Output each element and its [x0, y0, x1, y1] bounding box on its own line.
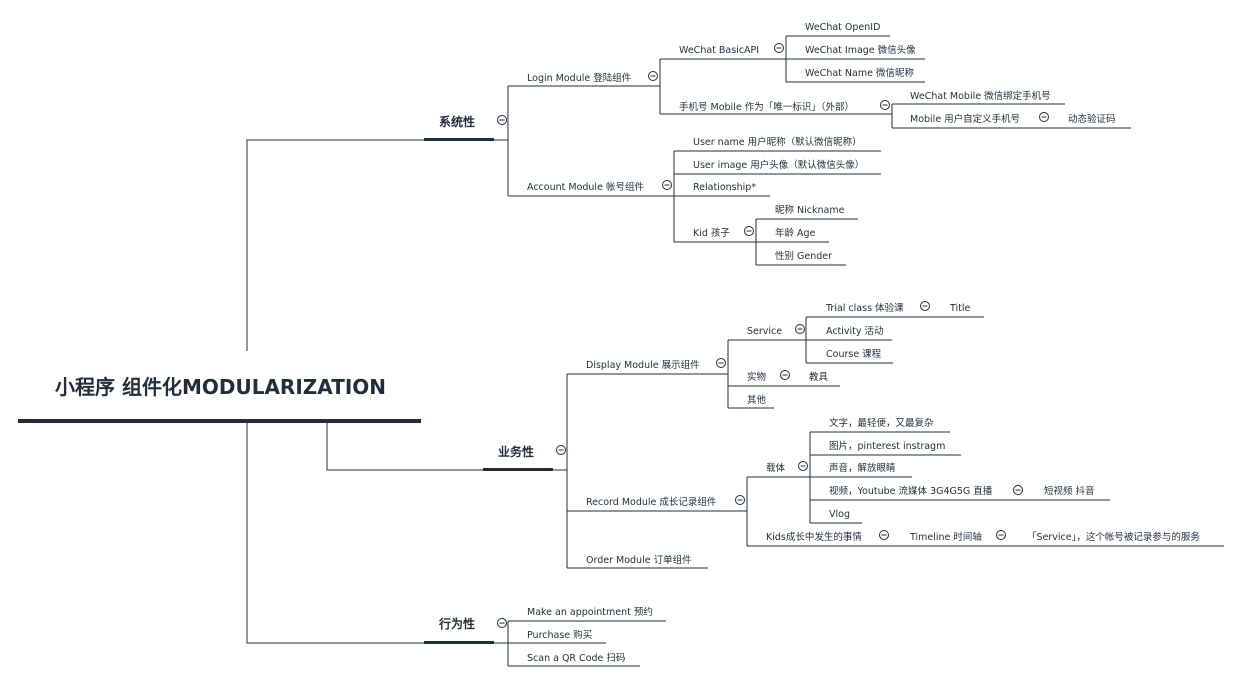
carrier-image[interactable]: 图片，pinterest instragm: [829, 440, 945, 452]
collapse-toggle-behavior[interactable]: [497, 618, 507, 628]
mobile-label[interactable]: 手机号 Mobile 作为「唯一标识」（外部）: [679, 101, 854, 113]
display-other[interactable]: 其他: [747, 394, 767, 406]
record-module-label[interactable]: Record Module 成长记录组件: [586, 496, 717, 508]
service-trial-title[interactable]: Title: [949, 303, 971, 314]
trunk-behavior: [246, 423, 424, 644]
trunk-business: [326, 423, 483, 471]
behavior-purchase[interactable]: Purchase 购买: [527, 629, 592, 641]
carrier-text[interactable]: 文字，最轻便，又最复杂: [829, 417, 934, 429]
root-underline: [18, 419, 421, 423]
account-connector: [673, 150, 881, 242]
basicapi-item-name[interactable]: WeChat Name 微信昵称: [805, 67, 914, 79]
carrier-vlog[interactable]: Vlog: [829, 509, 850, 520]
collapse-toggle-service[interactable]: [795, 324, 805, 334]
account-userimage[interactable]: User image 用户头像（默认微信头像）: [693, 159, 864, 171]
behavior-appointment[interactable]: Make an appointment 预约: [527, 606, 653, 618]
branch-behavior-underline: [424, 641, 494, 644]
collapse-toggle-video[interactable]: [1013, 485, 1023, 495]
branch-business-underline: [483, 468, 553, 471]
collapse-toggle-system[interactable]: [497, 115, 507, 125]
collapse-toggle-trial[interactable]: [920, 301, 930, 311]
collapse-toggle-custom-mobile[interactable]: [1039, 112, 1049, 122]
service-connector: [805, 316, 932, 364]
kids-timeline[interactable]: Timeline 时间轴: [909, 531, 982, 543]
mobile-connector: [891, 103, 1065, 129]
kid-nickname[interactable]: 昵称 Nickname: [775, 204, 845, 216]
branch-behavior-label[interactable]: 行为性: [438, 616, 475, 631]
basicapi-item-openid[interactable]: WeChat OpenID: [805, 22, 880, 33]
collapse-toggle-basicapi[interactable]: [774, 43, 784, 53]
collapse-toggle-carrier[interactable]: [798, 461, 808, 471]
collapse-toggle-record[interactable]: [735, 495, 745, 505]
carrier-label[interactable]: 载体: [766, 462, 786, 474]
connector-behavior: [494, 620, 666, 667]
service-course[interactable]: Course 课程: [826, 349, 882, 360]
collapse-toggle-login[interactable]: [648, 71, 658, 81]
behavior-scan-qr[interactable]: Scan a QR Code 扫码: [527, 652, 625, 664]
branch-business-label[interactable]: 业务性: [498, 444, 534, 459]
physical-teaching-aid[interactable]: 教具: [809, 371, 829, 383]
kid-label[interactable]: Kid 孩子: [693, 227, 730, 239]
account-username[interactable]: User name 用户昵称（默认微信昵称）: [693, 136, 862, 148]
collapse-toggle-display[interactable]: [716, 358, 726, 368]
branch-system-underline: [424, 138, 494, 141]
login-module-label[interactable]: Login Module 登陆组件: [527, 72, 632, 84]
trunk-system: [246, 139, 424, 351]
basicapi-item-image[interactable]: WeChat Image 微信头像: [805, 44, 916, 56]
collapse-toggle-physical[interactable]: [780, 370, 790, 380]
root-topic[interactable]: 小程序 组件化MODULARIZATION: [55, 375, 386, 399]
kid-connector: [755, 218, 858, 266]
branch-system-label[interactable]: 系统性: [439, 114, 475, 129]
connector-system: [494, 86, 509, 196]
service-activity[interactable]: Activity 活动: [826, 325, 884, 337]
basicapi-connector: [785, 35, 925, 83]
physical-label[interactable]: 实物: [747, 371, 767, 383]
kids-service-note[interactable]: 「Service」，这个帐号被记录参与的服务: [1027, 531, 1200, 543]
account-relationship[interactable]: Relationship*: [693, 182, 756, 193]
collapse-toggle-business[interactable]: [556, 445, 566, 455]
kids-events-label[interactable]: Kids成长中发生的事情: [766, 531, 862, 543]
service-label[interactable]: Service: [747, 326, 782, 337]
order-module-label[interactable]: Order Module 订单组件: [586, 554, 692, 566]
mobile-wechat-bound[interactable]: WeChat Mobile 微信绑定手机号: [910, 90, 1051, 102]
kid-gender[interactable]: 性别 Gender: [775, 250, 832, 262]
kid-age[interactable]: 年龄 Age: [775, 227, 816, 239]
collapse-toggle-account[interactable]: [662, 180, 672, 190]
collapse-toggle-kids[interactable]: [879, 530, 889, 540]
basicapi-label[interactable]: WeChat BasicAPI: [679, 45, 759, 56]
account-module-label[interactable]: Account Module 帐号组件: [527, 181, 644, 193]
mobile-custom[interactable]: Mobile 用户自定义手机号: [910, 113, 1020, 125]
carrier-connector: [809, 431, 1025, 524]
mobile-sms-code[interactable]: 动态验证码: [1068, 113, 1116, 125]
carrier-short-video[interactable]: 短视频 抖音: [1044, 485, 1095, 497]
display-module-label[interactable]: Display Module 展示组件: [586, 359, 700, 371]
connector-business: [553, 374, 568, 568]
carrier-video[interactable]: 视频，Youtube 流媒体 3G4G5G 直播: [829, 485, 993, 497]
service-trial-class[interactable]: Trial class 体验课: [825, 302, 904, 314]
collapse-toggle-timeline[interactable]: [996, 530, 1006, 540]
collapse-toggle-mobile[interactable]: [880, 100, 890, 110]
collapse-toggle-kid[interactable]: [744, 226, 754, 236]
carrier-audio[interactable]: 声音，解放眼睛: [829, 462, 896, 474]
